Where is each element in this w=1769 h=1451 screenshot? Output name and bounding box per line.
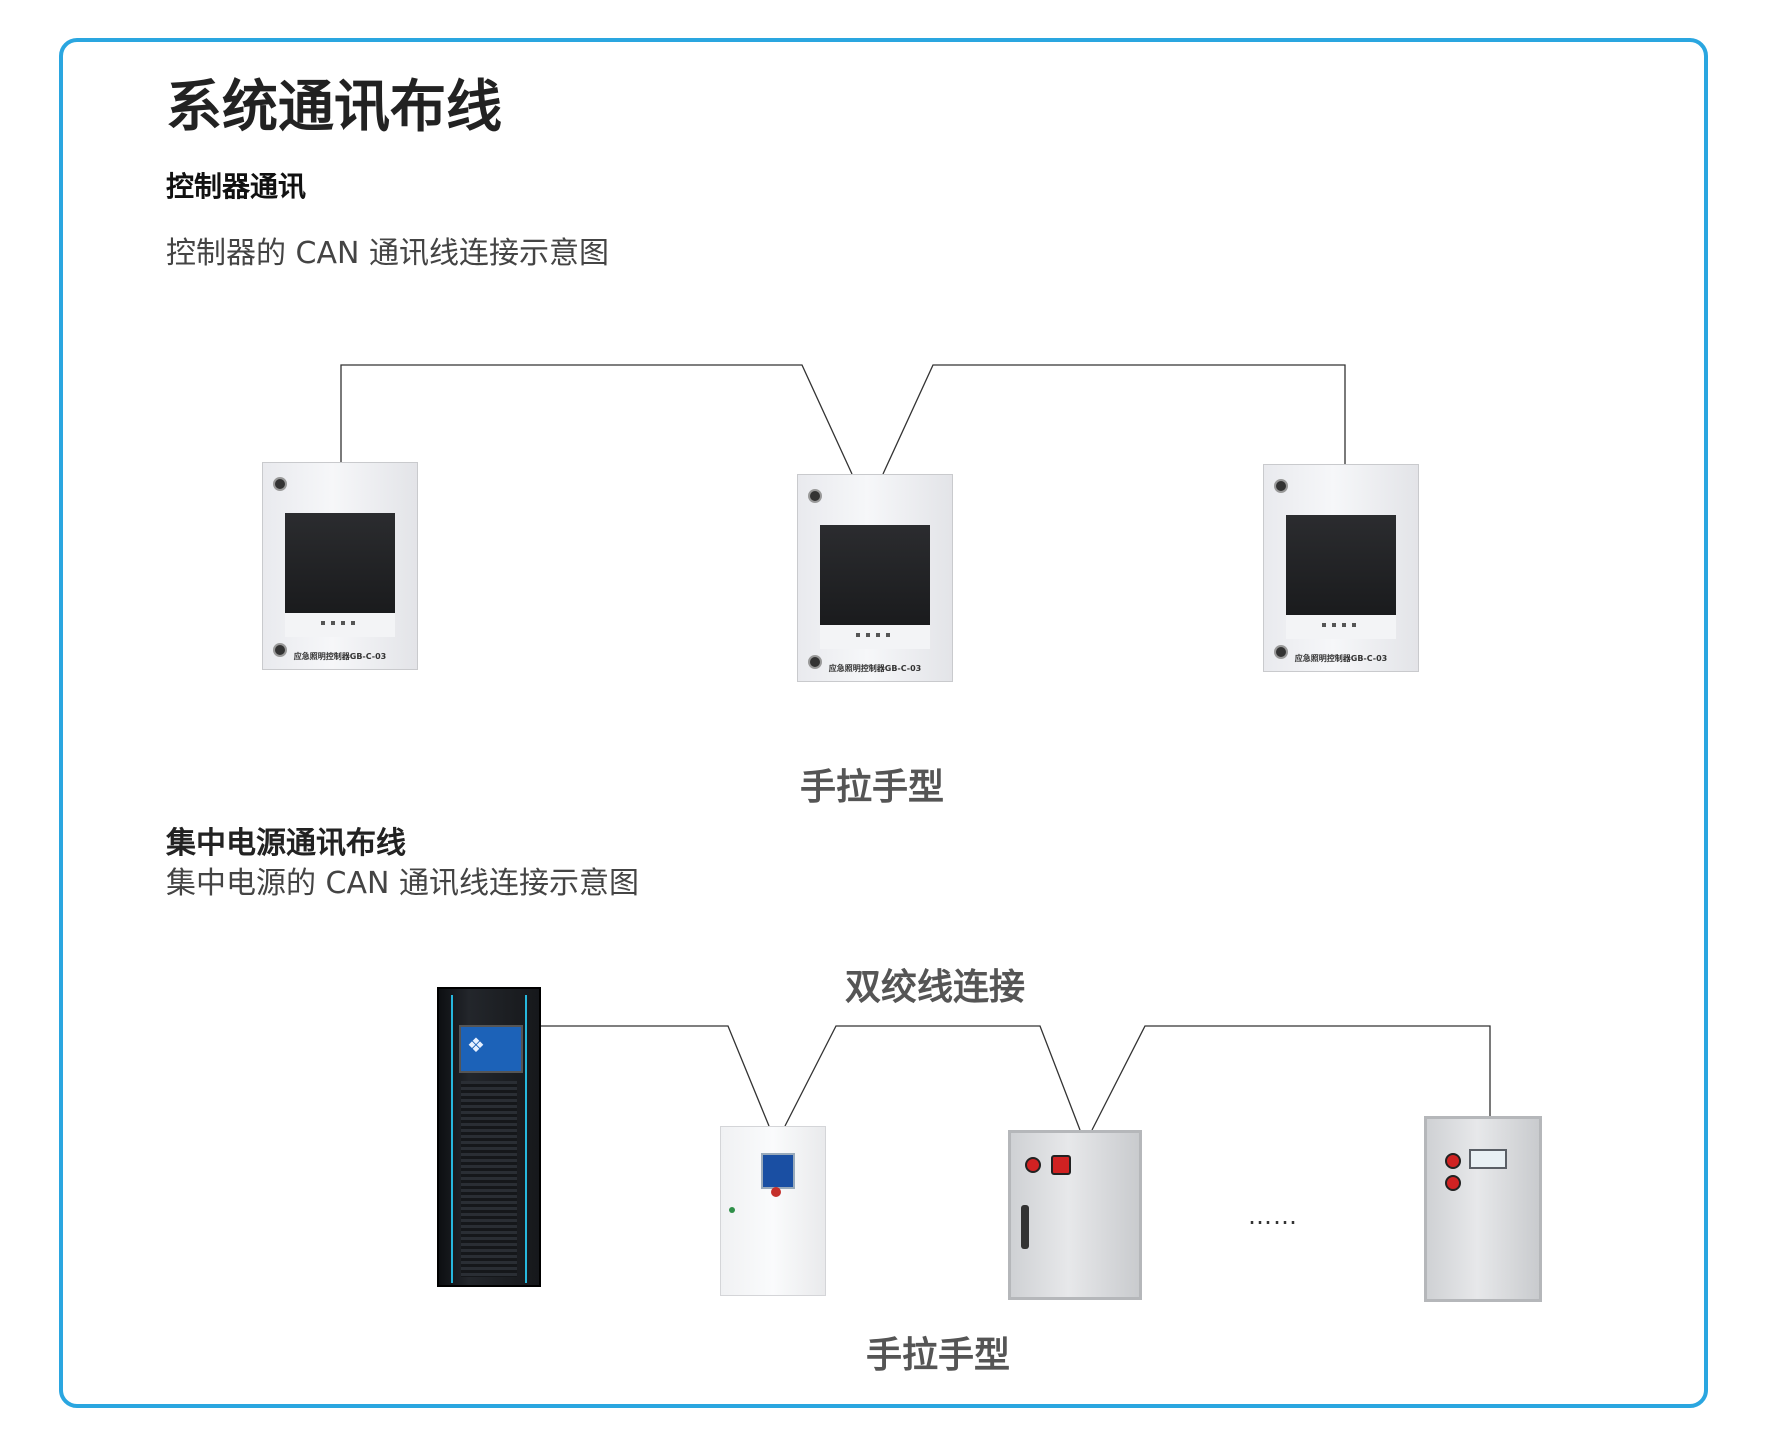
twisted-pair-label: 双绞线连接	[845, 967, 1026, 1008]
door-handle-icon	[1021, 1205, 1029, 1249]
host-cabinet-image: ❖	[437, 987, 541, 1287]
indicator-light-icon	[1445, 1153, 1461, 1169]
central-power-supply-image	[720, 1126, 826, 1296]
controller-panel-2: 应急照明控制器GB-C-03	[797, 474, 953, 682]
indicator-light-icon	[1445, 1175, 1461, 1191]
page-title: 系统通讯布线	[166, 75, 502, 140]
controller-label: 应急照明控制器GB-C-03	[293, 652, 387, 661]
twisted-wire-2	[784, 1025, 1081, 1131]
can-wire-1	[340, 364, 853, 475]
power-topology-caption: 手拉手型	[866, 1335, 1011, 1376]
more-devices-ellipsis: ……	[1248, 1202, 1298, 1230]
controller-section-heading: 控制器通讯	[166, 170, 307, 203]
controller-topology-caption: 手拉手型	[800, 767, 945, 808]
explosion-proof-box-2	[1424, 1116, 1542, 1302]
controller-panel-1: 应急照明控制器GB-C-03	[262, 462, 418, 670]
windows-logo-icon: ❖	[467, 1033, 485, 1057]
cabinet-monitor	[459, 1025, 523, 1073]
controller-panel-3: 应急照明控制器GB-C-03	[1263, 464, 1419, 672]
lcd-display-icon	[1469, 1149, 1507, 1169]
twisted-wire-1	[541, 1025, 770, 1127]
controller-screen	[285, 513, 395, 613]
controller-section-description: 控制器的 CAN 通讯线连接示意图	[166, 236, 609, 271]
controller-label: 应急照明控制器GB-C-03	[828, 664, 922, 673]
twisted-wire-3	[1091, 1025, 1491, 1131]
can-wire-2	[882, 364, 1346, 475]
power-section-description: 集中电源的 CAN 通讯线连接示意图	[166, 866, 639, 901]
explosion-proof-box-1	[1008, 1130, 1142, 1300]
controller-screen	[820, 525, 930, 625]
content-frame	[59, 38, 1708, 1408]
power-section-heading: 集中电源通讯布线	[166, 826, 406, 861]
controller-screen	[1286, 515, 1396, 615]
emergency-switch-icon	[1051, 1155, 1071, 1175]
indicator-light-icon	[1025, 1157, 1041, 1173]
controller-label: 应急照明控制器GB-C-03	[1294, 654, 1388, 663]
